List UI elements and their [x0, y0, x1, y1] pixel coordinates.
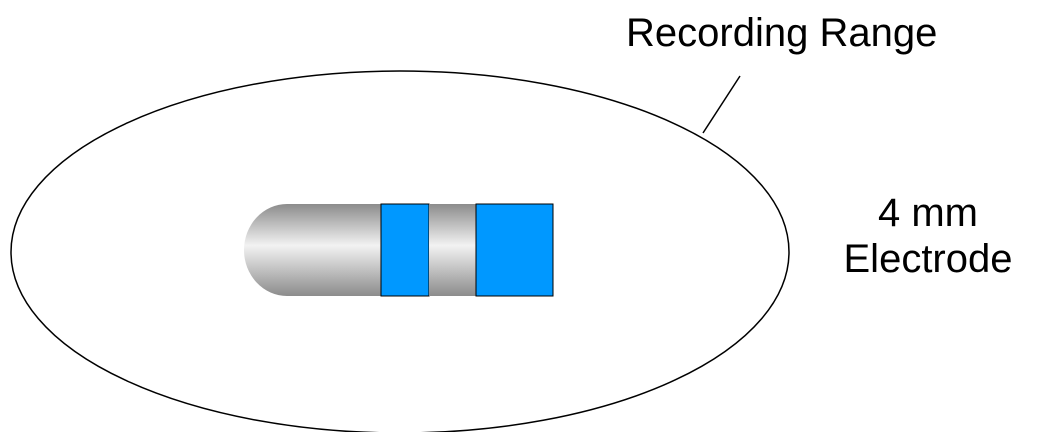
electrode-contact-2: [475, 203, 554, 297]
recording-range-ellipse: [10, 70, 790, 432]
electrode: [244, 203, 554, 297]
electrode-shaft: [313, 204, 381, 296]
electrode-size-label: 4 mm: [878, 191, 978, 235]
electrode-tip: [244, 204, 318, 296]
electrode-label: 4 mm Electrode: [808, 190, 1038, 282]
electrode-contact-1: [380, 203, 430, 297]
electrode-spacer: [429, 204, 476, 296]
recording-range-label: Recording Range: [626, 11, 938, 55]
recording-range-leader-line: [702, 75, 741, 134]
electrode-name-label: Electrode: [843, 237, 1013, 281]
